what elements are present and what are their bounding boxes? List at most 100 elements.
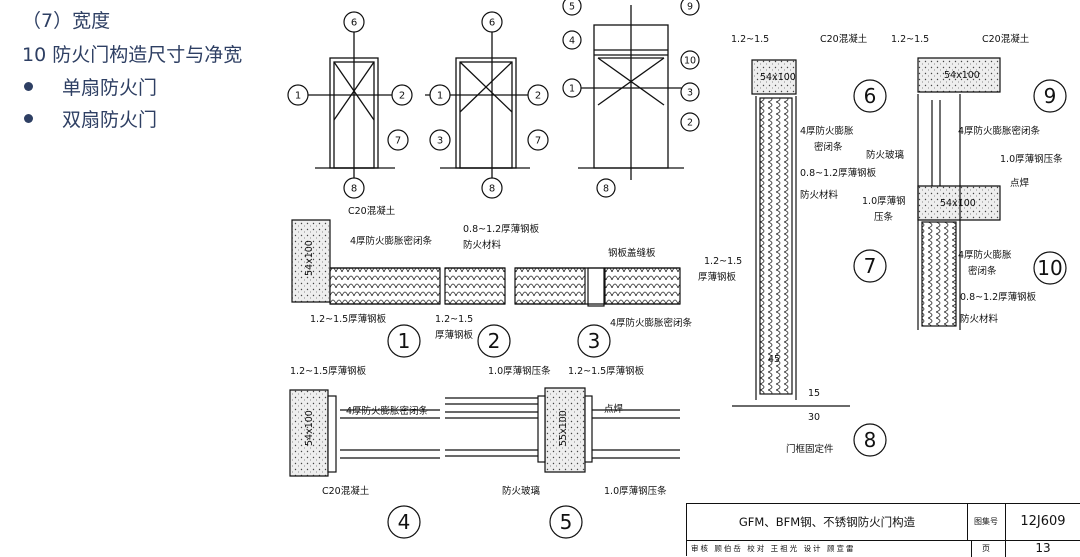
detail-number-10: 10 [1037, 256, 1062, 280]
label-s54-10: 54x100 [940, 198, 976, 209]
detail-number-4: 4 [398, 510, 411, 534]
page-number: 13 [1035, 541, 1051, 555]
label-press-3b: 压条 [874, 211, 894, 223]
label-s54-6: 54x100 [760, 72, 796, 83]
heading-width: （7）宽度 [22, 10, 111, 32]
elev2-marker-3-circle [429, 129, 451, 151]
label-steel-12-15-a: 1.2~1.5 [731, 34, 769, 45]
elev3-marker-4-circle [562, 30, 582, 50]
heading-fire-door: 10 防火门构造尺寸与净宽 [22, 44, 243, 66]
elev3-marker-2: 2 [687, 117, 693, 128]
elev1-marker-7-circle [387, 129, 409, 151]
detail-number-3: 3 [588, 329, 601, 353]
bullet-dot-2 [24, 114, 33, 123]
label-steel-08c: 0.8~1.2厚薄钢板 [960, 291, 1037, 303]
elev1-marker-7: 7 [395, 136, 401, 147]
label-dim45: 45 [768, 354, 780, 365]
detail-number-7: 7 [864, 254, 877, 278]
label-steel-12-15-d: 1.2~1.5 [891, 34, 929, 45]
label-fire-glass: 防火玻璃 [502, 485, 540, 497]
elev3-marker-5-circle [562, 0, 582, 16]
detail-number-9-circle [1033, 79, 1067, 113]
label-steel-12-15-short: 1.2~1.5 [435, 314, 473, 325]
atlas-label: 图集号 [967, 504, 1006, 541]
elev1-marker-2-circle [391, 84, 413, 106]
label-fire-mat-3: 防火材料 [960, 313, 999, 325]
detail-number-5: 5 [560, 510, 573, 534]
label-steel-a-num: 1.2~1.5 [704, 256, 742, 267]
title-block-title: GFM、BFM钢、不锈钢防火门构造 [687, 504, 968, 541]
label-gap-plate: 钢板盖缝板 [608, 247, 656, 259]
label-seal-a: 4厚防火膨胀 [800, 125, 854, 137]
elevation-single-door [300, 30, 410, 180]
elev3-marker-3: 3 [687, 87, 693, 98]
detail-number-5-circle [549, 505, 583, 539]
detail-number-2-circle [477, 324, 511, 358]
elev2-marker-1: 1 [437, 91, 443, 102]
label-thick-plate: 厚薄钢板 [435, 329, 474, 341]
page-label: 页 [967, 540, 1006, 557]
elev3-marker-4: 4 [569, 35, 575, 46]
elev2-marker-7: 7 [535, 136, 541, 147]
label-fire-mat: 防火材料 [463, 239, 502, 251]
label-seal-strip: 4厚防火膨胀密闭条 [610, 317, 693, 329]
label-c20: C20混凝土 [348, 205, 396, 217]
label-seal-e: 4厚防火膨胀密闭条 [346, 405, 429, 417]
elev3-marker-5: 5 [569, 1, 575, 12]
detail-number-4-circle [387, 505, 421, 539]
elev3-marker-10: 10 [684, 55, 696, 66]
elevation-door-with-glass [578, 5, 690, 180]
label-c20-c: C20混凝土 [820, 33, 868, 45]
elev2-marker-2: 2 [535, 91, 541, 102]
label-dim30: 30 [808, 412, 820, 423]
elev2-marker-6: 6 [489, 18, 495, 29]
elev1-marker-8-circle [343, 177, 365, 199]
label-steel-12-15-b: 1.2~1.5厚薄钢板 [290, 365, 367, 377]
label-press-4: 1.0厚薄钢压条 [1000, 153, 1063, 165]
atlas-number: 12J609 [1005, 504, 1080, 541]
label-seal-d: 密闭条 [968, 265, 997, 277]
bullet-double-door: 双扇防火门 [62, 109, 158, 131]
elev1-marker-1: 1 [295, 91, 301, 102]
detail-9-10 [917, 57, 1001, 330]
detail-number-1-circle [387, 324, 421, 358]
elev2-marker-3: 3 [437, 136, 443, 147]
elev1-marker-2: 2 [399, 91, 405, 102]
label-press-bar: 1.0厚薄钢压条 [488, 365, 551, 377]
label-frame-fix: 门框固定件 [786, 443, 834, 455]
detail-number-2: 2 [488, 329, 501, 353]
elev2-marker-8-circle [481, 177, 503, 199]
label-s54-4: 54x100 [304, 410, 315, 446]
detail-5 [445, 387, 680, 473]
label-seal-f: 4厚防火膨胀密闭条 [958, 125, 1041, 137]
label-seal-c: 4厚防火膨胀 [958, 249, 1012, 261]
label-weld-2: 点焊 [1010, 177, 1030, 189]
elev1-marker-6-circle [343, 11, 365, 33]
label-spot-weld: 点焊 [604, 403, 624, 415]
label-fire-mat-2: 防火材料 [800, 189, 839, 201]
label-seal-b: 密闭条 [814, 141, 843, 153]
elev2-marker-8: 8 [489, 184, 495, 195]
detail-number-7-circle [853, 249, 887, 283]
elev3-marker-2-circle [680, 112, 700, 132]
detail-3 [514, 267, 681, 307]
elev1-marker-8: 8 [351, 184, 357, 195]
label-s55-5: 55x100 [558, 410, 569, 446]
label-steel-08: 0.8~1.2厚薄钢板 [463, 223, 540, 235]
detail-number-9: 9 [1044, 84, 1057, 108]
label-glass-2: 防火玻璃 [866, 149, 904, 161]
elev3-marker-8: 8 [603, 183, 609, 194]
elev3-marker-9-circle [680, 0, 700, 16]
detail-number-8-circle [853, 423, 887, 457]
detail-number-6: 6 [864, 84, 877, 108]
label-steel-12-15-c: 1.2~1.5厚薄钢板 [568, 365, 645, 377]
elev3-marker-1-circle [562, 78, 582, 98]
detail-number-6-circle [853, 79, 887, 113]
label-s54-9: 54x100 [944, 70, 980, 81]
detail-number-1: 1 [398, 329, 411, 353]
elev2-marker-1-circle [429, 84, 451, 106]
label-steel-12-15: 1.2~1.5厚薄钢板 [310, 313, 387, 325]
